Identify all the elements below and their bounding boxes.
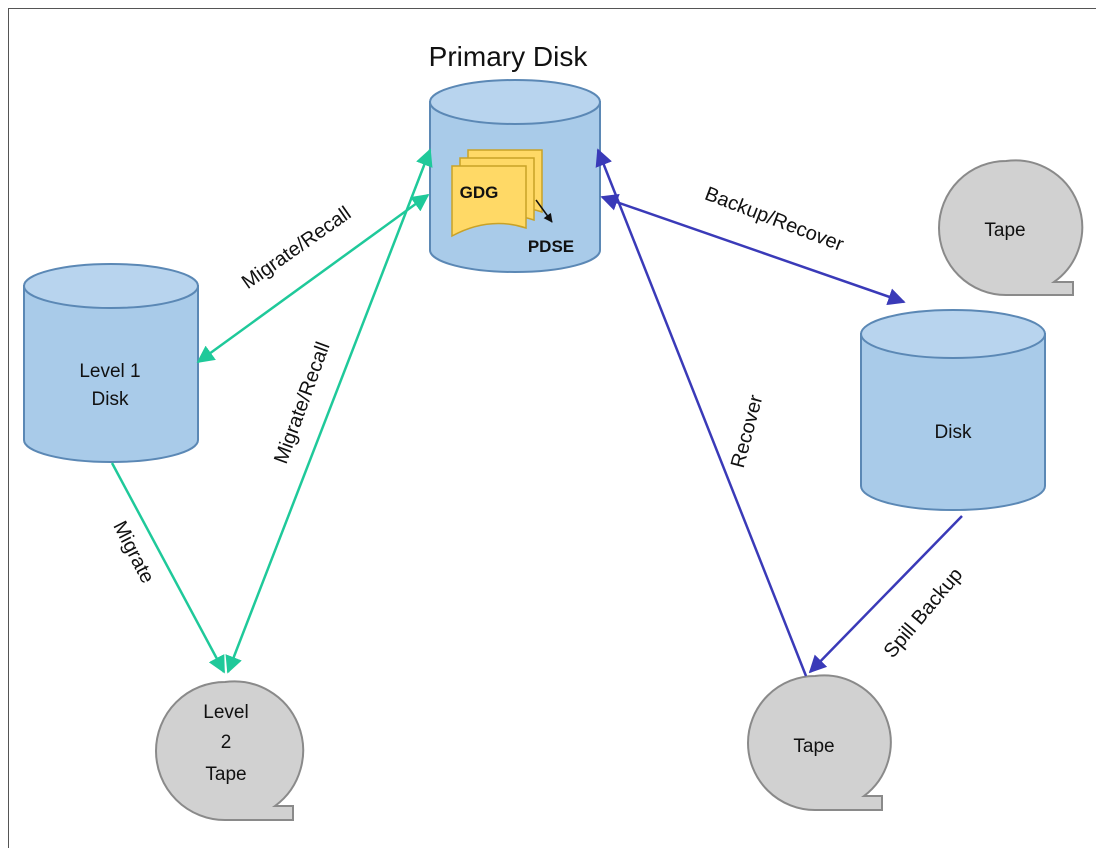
backup-disk-label: Disk: [935, 422, 972, 443]
migrate-recall-level2-label: Migrate/Recall: [270, 339, 334, 467]
tape-top-reel-icon: [938, 159, 1084, 296]
level2-tape-reel-icon: [155, 680, 305, 821]
diagram-frame: [8, 8, 1096, 848]
tape-bottom-reel-icon: [747, 674, 892, 811]
migrate-recall-level2-arrow: [225, 148, 433, 674]
tape-top-label: Tape: [984, 220, 1025, 241]
level2-tape-label-line2: 2: [221, 732, 232, 753]
gdg-document-stack-icon: [451, 149, 543, 238]
backup-disk-cylinder: [860, 309, 1046, 511]
spill-backup-label: Spill Backup: [880, 564, 968, 662]
gdg-to-pdse-arrow: [535, 199, 553, 223]
migrate-label: Migrate: [108, 518, 158, 587]
primary-disk-title: Primary Disk: [429, 41, 589, 72]
level1-disk-label-line2: Disk: [92, 389, 129, 410]
level1-disk-label-line1: Level 1: [79, 361, 140, 382]
tape-bottom-label: Tape: [793, 736, 834, 757]
level1-disk-cylinder: [23, 263, 199, 463]
level2-tape-label-line3: Tape: [205, 764, 246, 785]
backup-recover-arrow: [600, 193, 906, 306]
level2-tape-label-line1: Level: [203, 702, 248, 723]
migrate-recall-level1-arrow: [196, 193, 430, 364]
migrate-level1-to-level2-arrow: [110, 462, 226, 674]
migrate-recall-level1-label: Migrate/Recall: [238, 202, 355, 293]
spill-backup-arrow: [808, 515, 963, 674]
backup-recover-label: Backup/Recover: [702, 183, 847, 256]
gdg-label: GDG: [460, 183, 499, 202]
recover-label: Recover: [727, 392, 768, 470]
recover-arrow: [595, 148, 808, 677]
pdse-label: PDSE: [528, 237, 574, 256]
primary-disk-cylinder: GDG PDSE: [429, 79, 601, 273]
